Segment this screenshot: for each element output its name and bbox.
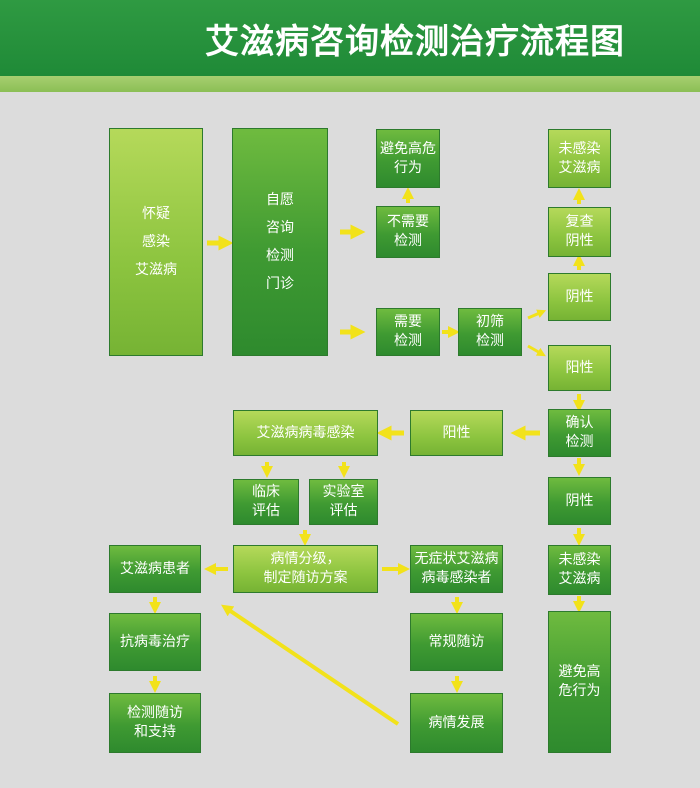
- arrow-screening-to-positive: [527, 344, 546, 357]
- negative-1-box: 阴性: [548, 273, 611, 321]
- grading-box: 病情分级， 制定随访方案: [233, 545, 378, 593]
- arrow-progression-to-grading: [221, 604, 400, 726]
- progression-box: 病情发展: [410, 693, 503, 753]
- header: 艾滋病咨询检测治疗流程图: [0, 0, 700, 92]
- avoid-risk-top-box: 避免高危 行为: [376, 129, 440, 188]
- no-test-box: 不需要 检测: [376, 206, 440, 258]
- suspect-box: 怀疑 感染 艾滋病: [109, 128, 203, 356]
- recheck-negative-box: 复查 阴性: [548, 207, 611, 257]
- need-test-box: 需要 检测: [376, 308, 440, 356]
- header-strip: [0, 76, 700, 92]
- not-infected-bottom-box: 未感染 艾滋病: [548, 545, 611, 595]
- header-bar: [0, 0, 700, 76]
- confirm-test-box: 确认 检测: [548, 409, 611, 457]
- vct-box: 自愿 咨询 检测 门诊: [232, 128, 328, 356]
- negative-2-box: 阴性: [548, 477, 611, 525]
- positive-1-box: 阳性: [548, 345, 611, 391]
- clinical-eval-box: 临床 评估: [233, 479, 299, 525]
- lab-eval-box: 实验室 评估: [309, 479, 378, 525]
- page-title: 艾滋病咨询检测治疗流程图: [205, 22, 625, 62]
- art-box: 抗病毒治疗: [109, 613, 201, 671]
- asymptomatic-box: 无症状艾滋病 病毒感染者: [410, 545, 503, 593]
- routine-followup-box: 常规随访: [410, 613, 503, 671]
- positive-2-box: 阳性: [410, 410, 503, 456]
- hiv-infection-box: 艾滋病病毒感染: [233, 410, 378, 456]
- aids-patient-box: 艾滋病患者: [109, 545, 201, 593]
- arrow-screening-to-negative: [527, 309, 547, 320]
- not-infected-top-box: 未感染 艾滋病: [548, 129, 611, 188]
- avoid-risk-bottom-box: 避免高 危行为: [548, 611, 611, 753]
- screening-box: 初筛 检测: [458, 308, 522, 356]
- monitoring-box: 检测随访 和支持: [109, 693, 201, 753]
